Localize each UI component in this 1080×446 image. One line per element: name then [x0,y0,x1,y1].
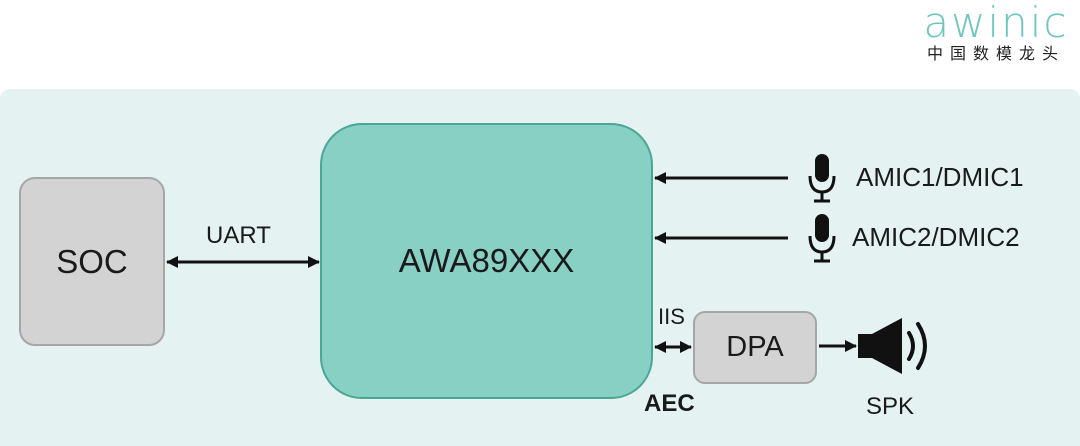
aec-label: AEC [644,390,695,417]
uart-label: UART [206,222,271,249]
soc-block: SOC [19,177,165,346]
soc-label: SOC [56,242,128,280]
logo-subtitle: 中国数模龙头 [926,44,1065,63]
chip-label: AWA89XXX [398,242,575,279]
awa89xxx-block: AWA89XXX [320,123,653,399]
speaker-icon [858,318,927,374]
iis-label: IIS [658,304,685,329]
mic2-label: AMIC2/DMIC2 [852,222,1020,252]
microphone-icon [808,154,836,203]
dpa-label: DPA [726,331,784,363]
speaker-label: SPK [866,393,915,420]
dpa-block: DPA [693,311,817,384]
awinic-logo: awinic 中国数模龙头 [916,2,1076,64]
logo-wordmark: awinic [923,0,1069,47]
mic1-label: AMIC1/DMIC1 [856,162,1024,192]
microphone-icon [808,214,836,263]
